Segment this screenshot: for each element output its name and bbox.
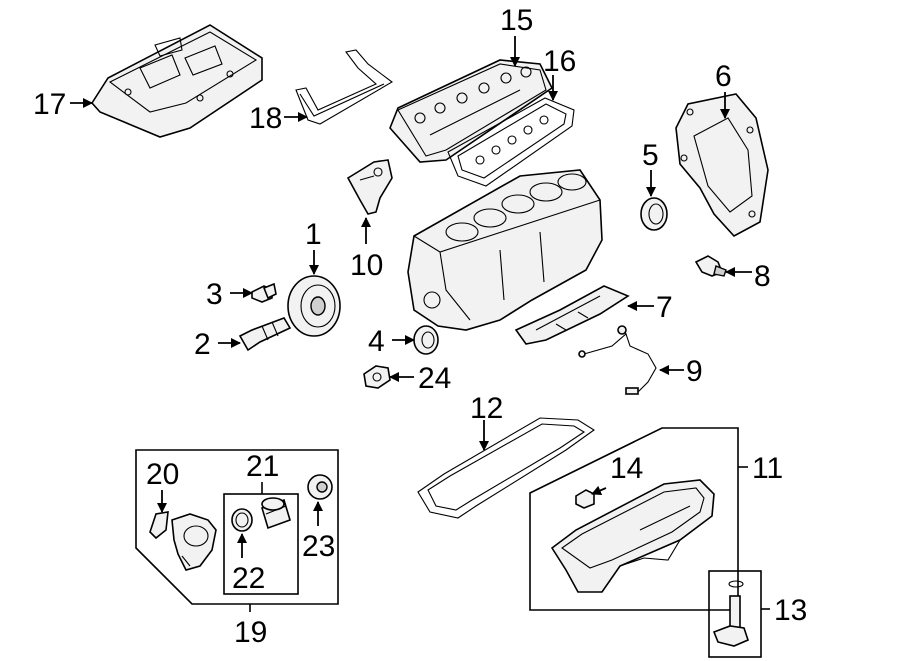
callout-22-label: 22 <box>232 562 265 595</box>
callout-23-label: 23 <box>302 530 335 563</box>
oil-filter-housing-part <box>171 513 217 571</box>
callout-9-label: 9 <box>686 355 703 388</box>
cover-gasket-part <box>295 49 393 125</box>
callout-14-label: 14 <box>610 452 643 485</box>
callout-16-label: 16 <box>543 45 576 78</box>
filter-housing-seal-part <box>231 508 253 532</box>
pulley-bolt-part <box>251 282 277 303</box>
callout-15-label: 15 <box>500 4 533 37</box>
callout-18-label: 18 <box>249 102 282 135</box>
valve-cover-gasket-part <box>447 97 575 187</box>
callout-8-label: 8 <box>754 260 771 293</box>
callout-3-label: 3 <box>206 278 223 311</box>
rear-seal-part <box>640 197 668 231</box>
oil-pan-part <box>550 479 715 593</box>
engine-block-part <box>407 169 603 331</box>
oil-filter-element-part <box>261 497 291 530</box>
callout-10-label: 10 <box>350 249 383 282</box>
callout-1-label: 1 <box>305 218 322 251</box>
housing-gasket-part <box>149 511 169 540</box>
callout-21-box <box>223 493 299 595</box>
front-seal-part <box>413 325 439 355</box>
crank-bolt-part <box>238 317 292 352</box>
callout-21-label: 21 <box>246 450 279 483</box>
knock-sensor-part <box>363 365 391 389</box>
callout-13-box <box>708 570 762 658</box>
callout-12-label: 12 <box>470 392 503 425</box>
engine-cover-part <box>90 24 263 138</box>
callout-20-label: 20 <box>146 458 179 491</box>
callout-11-label: 11 <box>752 452 783 485</box>
drain-plug-part <box>575 489 595 509</box>
callout-5-label: 5 <box>642 139 659 172</box>
oil-level-sensor-harness-part <box>578 325 657 395</box>
oil-level-sensor-part <box>712 580 749 647</box>
callout-2-label: 2 <box>194 328 211 361</box>
rear-cover-part <box>675 93 769 238</box>
filter-cap-part <box>307 474 333 500</box>
crank-pulley-part <box>287 275 341 337</box>
callout-11-bracket <box>529 427 739 611</box>
callout-4-label: 4 <box>368 325 385 358</box>
oil-pan-gasket-part <box>417 417 595 519</box>
callout-17-label: 17 <box>33 88 66 121</box>
callout-7-label: 7 <box>656 291 673 324</box>
oil-baffle-part <box>514 285 630 345</box>
callout-14-leader <box>591 485 607 496</box>
callout-19-label: 19 <box>234 616 267 649</box>
callout-24-label: 24 <box>418 362 451 395</box>
valve-cover-part <box>389 59 554 163</box>
callout-19-bracket <box>135 449 339 605</box>
callout-6-label: 6 <box>715 60 732 93</box>
cam-sensor-part <box>346 159 393 215</box>
callout-13-label: 13 <box>774 594 807 627</box>
crank-sensor-part <box>694 255 727 277</box>
